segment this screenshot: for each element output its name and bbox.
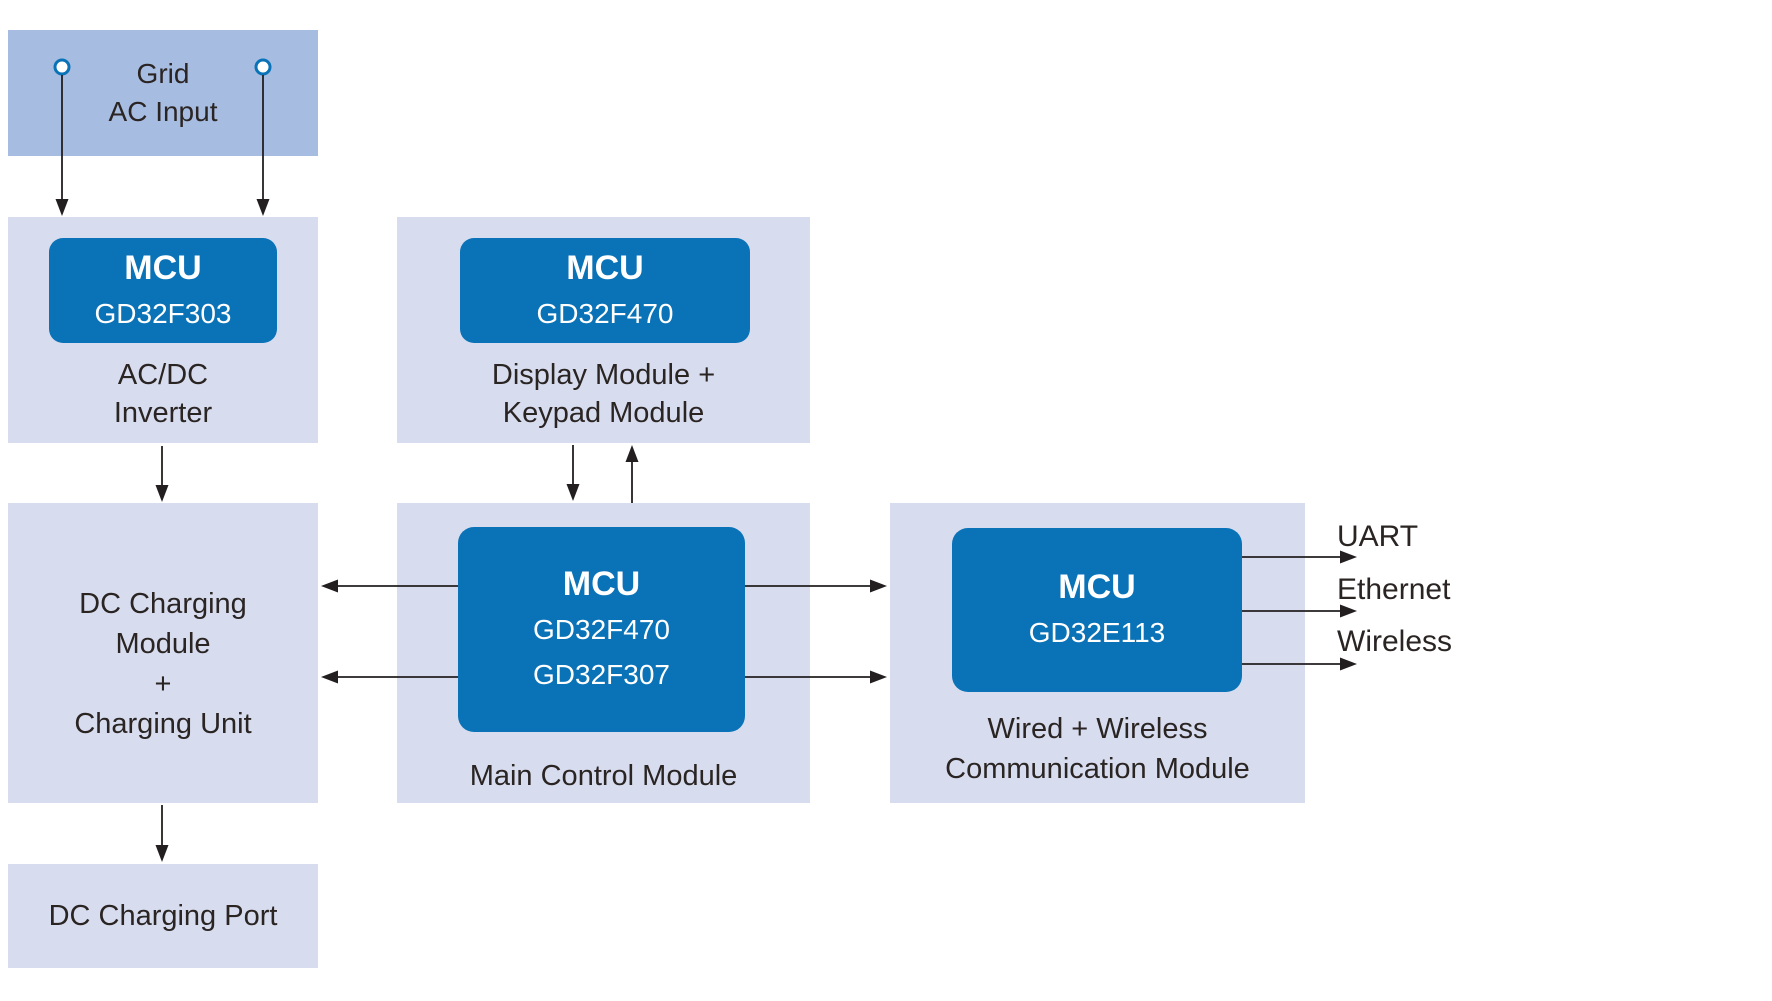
arrow-display-to-main bbox=[566, 445, 580, 501]
display-label-line1: Display Module + bbox=[491, 359, 716, 391]
comm-mcu-chip: MCU GD32E113 bbox=[952, 528, 1242, 692]
acdc-module-label: AC/DC Inverter bbox=[8, 356, 318, 432]
acdc-mcu-title: MCU bbox=[124, 248, 202, 287]
arrow-dc-charging-to-port bbox=[155, 805, 169, 862]
dc-charging-label-line3: + bbox=[154, 668, 172, 700]
comm-mcu-part: GD32E113 bbox=[1028, 617, 1166, 648]
grid-ac-input-box: Grid AC Input bbox=[8, 30, 318, 156]
communication-module-box: MCU GD32E113 Wired + Wireless Communicat… bbox=[890, 503, 1305, 803]
main-control-module-box: MCU GD32F470 GD32F307 Main Control Modul… bbox=[397, 503, 810, 803]
output-label-uart: UART bbox=[1337, 520, 1419, 553]
comm-label-line1: Wired + Wireless bbox=[987, 713, 1208, 745]
display-mcu-part: GD32F470 bbox=[536, 297, 674, 329]
grid-label-line2: AC Input bbox=[108, 96, 218, 127]
acdc-label-line2: Inverter bbox=[113, 397, 213, 429]
arrow-main-to-display bbox=[625, 445, 639, 503]
main-control-module-label: Main Control Module bbox=[469, 760, 738, 792]
main-mcu-part2: GD32F307 bbox=[533, 659, 670, 690]
dc-charging-port-box: DC Charging Port bbox=[8, 864, 318, 968]
display-mcu-chip: MCU GD32F470 bbox=[460, 238, 750, 343]
arrow-acdc-to-dc-charging bbox=[155, 446, 169, 502]
comm-module-label: Wired + Wireless Communication Module bbox=[890, 709, 1305, 789]
comm-mcu-title: MCU bbox=[1058, 568, 1136, 606]
main-mcu-chip: MCU GD32F470 GD32F307 bbox=[458, 527, 745, 732]
output-label-wireless: Wireless bbox=[1337, 625, 1453, 658]
acdc-mcu-part: GD32F303 bbox=[94, 297, 232, 329]
display-module-label: Display Module + Keypad Module bbox=[397, 356, 810, 432]
dc-charging-port-label: DC Charging Port bbox=[48, 899, 278, 932]
dc-charging-label-line1: DC Charging bbox=[79, 588, 247, 620]
main-mcu-part1: GD32F470 bbox=[533, 614, 670, 645]
output-label-ethernet: Ethernet bbox=[1337, 573, 1451, 606]
dc-charging-label-line2: Module bbox=[115, 628, 211, 660]
comm-label-line2: Communication Module bbox=[945, 753, 1250, 785]
display-keypad-module-box: MCU GD32F470 Display Module + Keypad Mod… bbox=[397, 217, 810, 443]
acdc-mcu-chip: MCU GD32F303 bbox=[49, 238, 277, 343]
acdc-label-line1: AC/DC bbox=[117, 359, 209, 391]
display-mcu-title: MCU bbox=[566, 248, 644, 287]
main-mcu-title: MCU bbox=[562, 565, 641, 603]
dc-charging-module-box: DC Charging Module + Charging Unit bbox=[8, 503, 318, 803]
display-label-line2: Keypad Module bbox=[502, 397, 705, 429]
dc-charging-label-line4: Charging Unit bbox=[74, 708, 252, 740]
acdc-inverter-box: MCU GD32F303 AC/DC Inverter bbox=[8, 217, 318, 443]
grid-label-line1: Grid bbox=[136, 58, 190, 89]
